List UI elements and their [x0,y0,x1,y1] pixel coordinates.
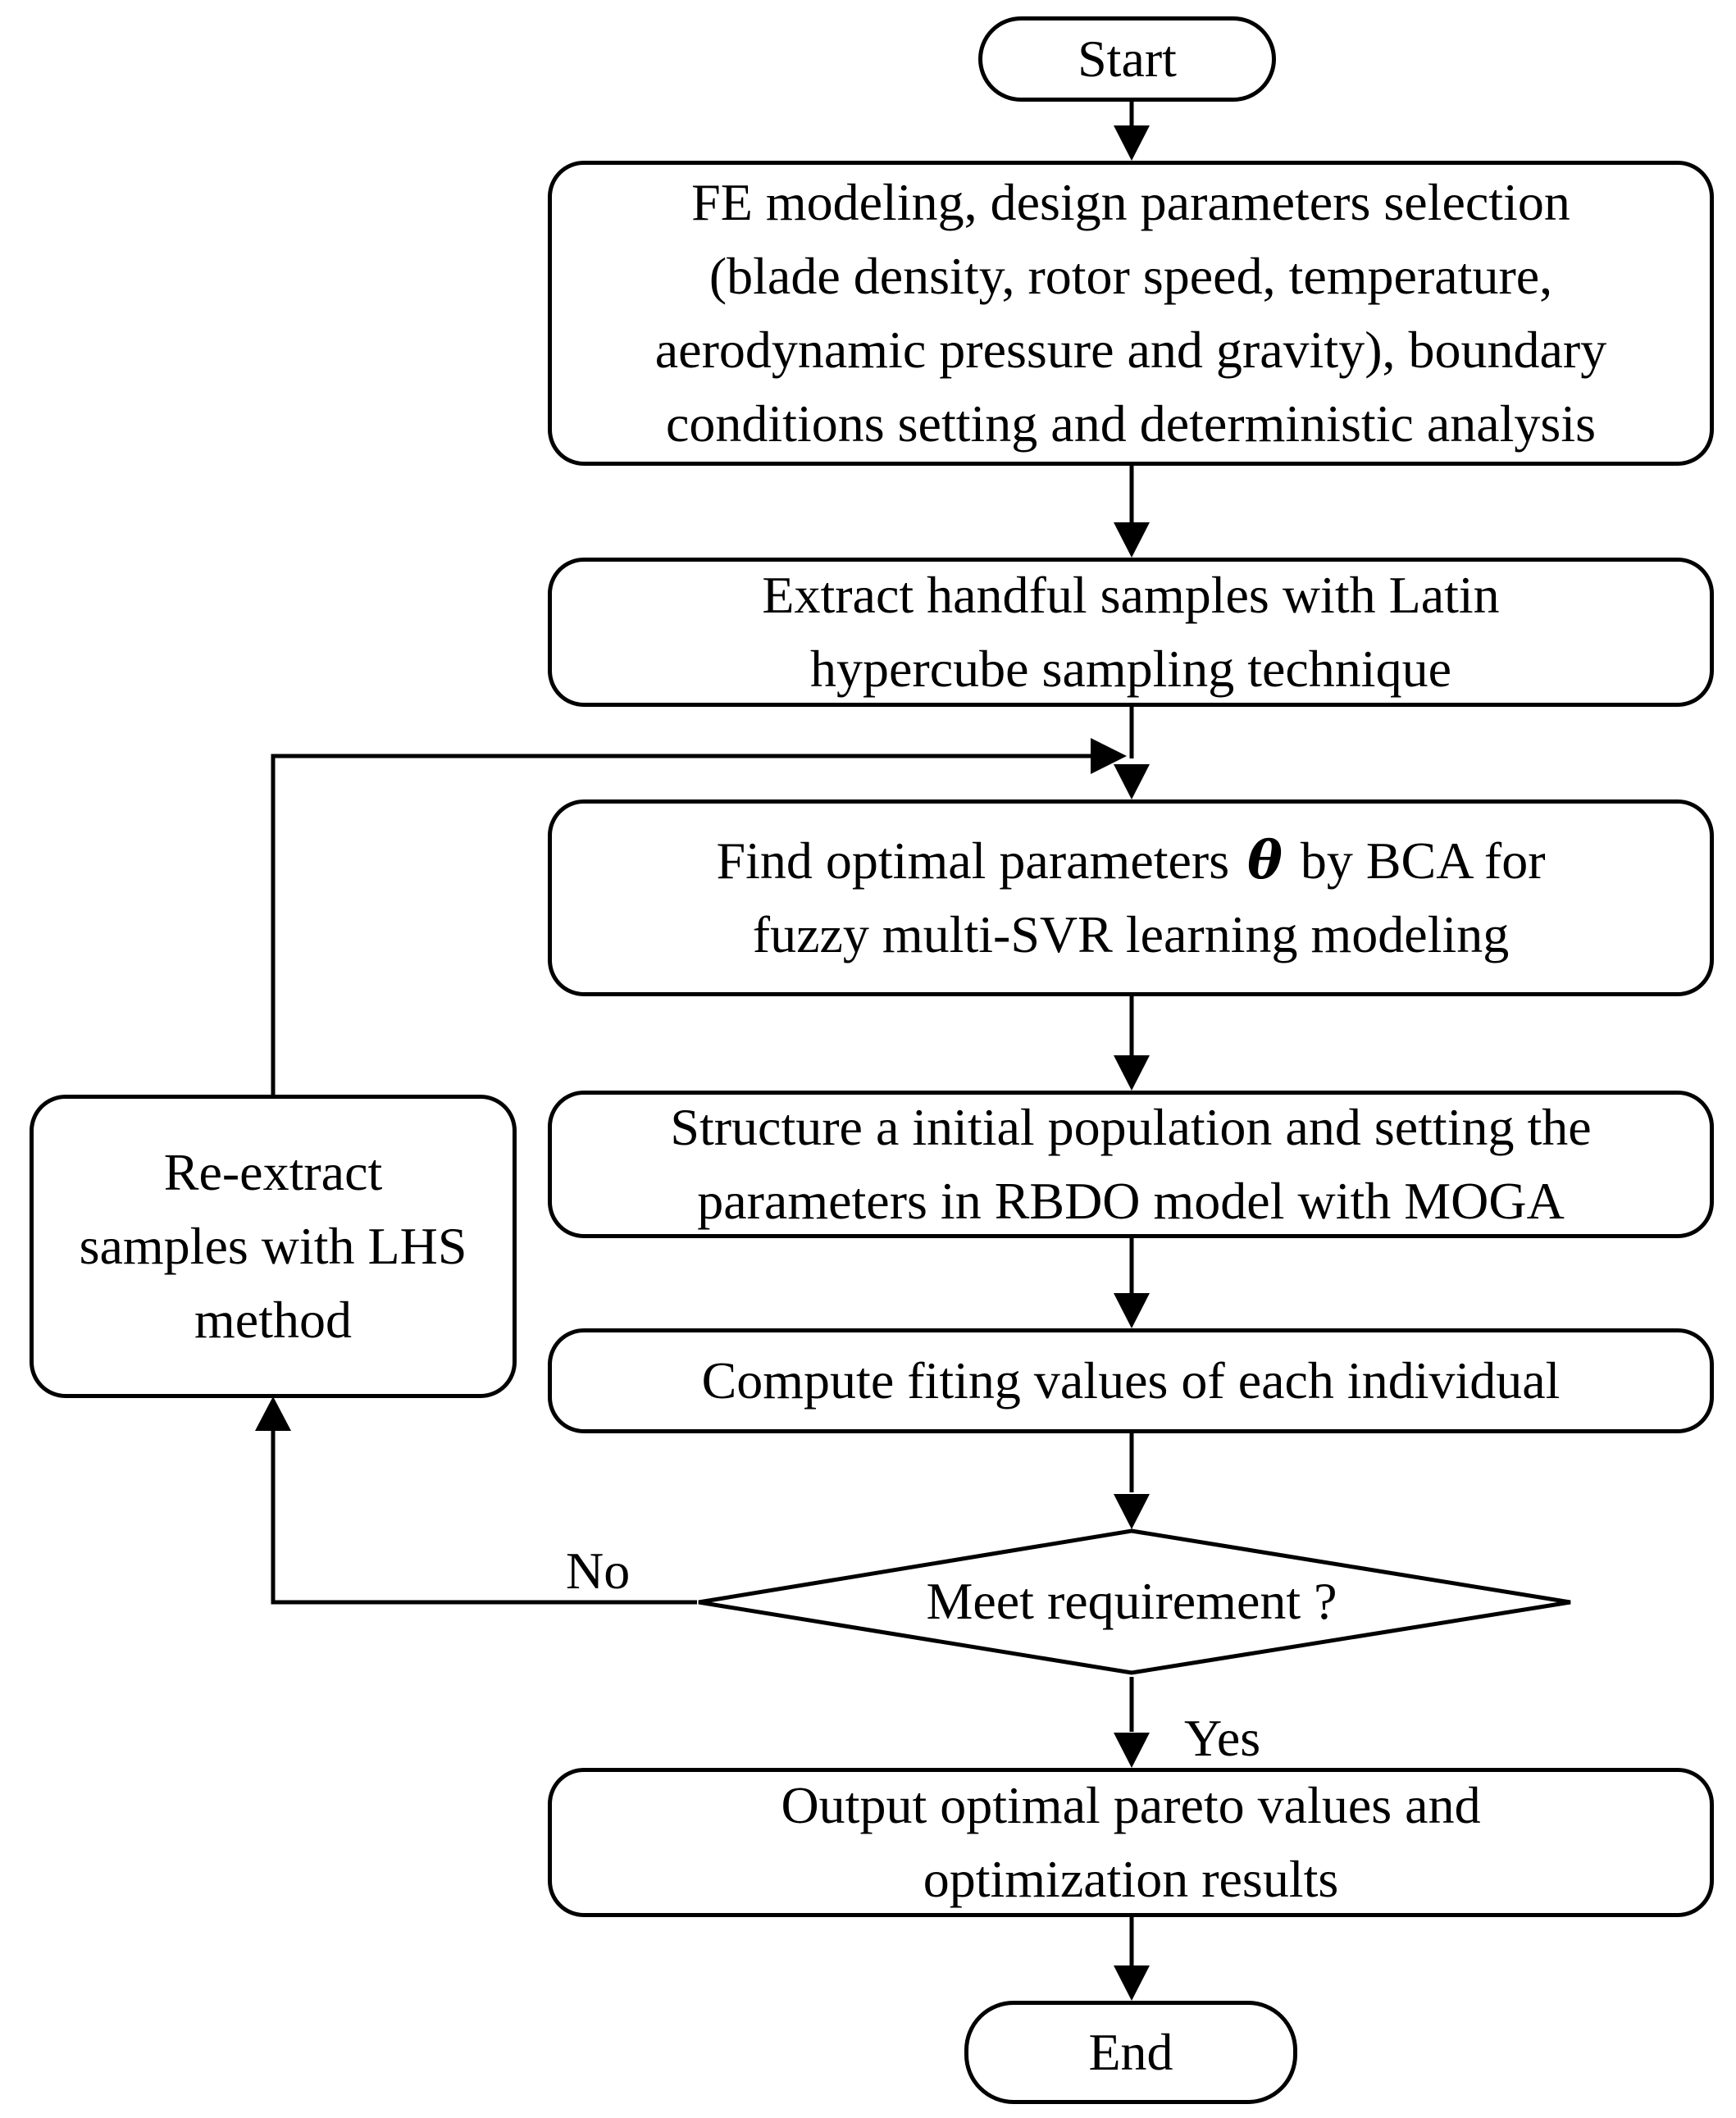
reextract-line-1: Re-extract [163,1143,383,1201]
extract-line-1: Extract handful samples with Latin [762,566,1500,624]
no-label: No [566,1542,631,1600]
arrowhead-start-fe [1114,125,1150,161]
arrowhead-find-structure [1114,1055,1150,1091]
theta-symbol: θ [1247,830,1283,891]
fe-line-1: FE modeling, design parameters selection [691,173,1570,231]
arrowhead-no-reextract [255,1396,291,1431]
extract-line-2: hypercube sampling technique [810,640,1451,698]
start-terminal: Start [978,16,1276,102]
fe-line-4: conditions setting and deterministic ana… [665,394,1597,453]
find-line-1: Find optimal parameters θ by BCA for [717,824,1546,898]
find-line-1-after: by BCA for [1300,831,1546,890]
compute-line: Compute fiting values of each individual [701,1351,1561,1410]
reextract-step: Re-extract samples with LHS method [30,1095,517,1398]
reextract-line-3: method [194,1291,352,1349]
fe-modeling-step: FE modeling, design parameters selection… [548,161,1714,466]
arrowhead-decision-output [1114,1733,1150,1768]
decision-diamond [698,1528,1571,1675]
structure-line-1: Structure a initial population and setti… [670,1098,1592,1156]
structure-population-step: Structure a initial population and setti… [548,1091,1714,1238]
fe-line-3: aerodynamic pressure and gravity), bound… [654,321,1607,379]
arrowhead-structure-compute [1114,1293,1150,1328]
arrow-reextract-loop [271,754,1091,1095]
fe-line-2: (blade density, rotor speed, temperature… [709,247,1553,305]
arrowhead-fe-extract [1114,522,1150,558]
arrowhead-output-end [1114,1965,1150,2001]
end-terminal: End [964,2001,1297,2104]
find-optimal-step: Find optimal parameters θ by BCA for fuzzy… [548,799,1714,996]
arrow-no-to-reextract [271,1431,697,1605]
output-line-1: Output optimal pareto values and [781,1776,1481,1834]
output-results-step: Output optimal pareto values and optimiz… [548,1768,1714,1917]
compute-fitting-step: Compute fiting values of each individual [548,1328,1714,1433]
arrowhead-compute-decision [1114,1494,1150,1529]
start-label: Start [1078,30,1177,88]
extract-samples-step: Extract handful samples with Latin hyper… [548,558,1714,707]
structure-line-2: parameters in RBDO model with MOGA [697,1172,1565,1230]
reextract-line-2: samples with LHS [79,1217,467,1275]
output-line-2: optimization results [923,1850,1339,1908]
arrowhead-loop [1091,738,1127,774]
yes-label: Yes [1184,1709,1261,1767]
find-line-2: fuzzy multi-SVR learning modeling [752,905,1510,963]
arrowhead-extract-find [1114,764,1150,799]
decision-question: Meet requirement ? [926,1572,1337,1630]
find-line-1-before: Find optimal parameters [716,831,1230,890]
end-label: End [1088,2023,1173,2081]
